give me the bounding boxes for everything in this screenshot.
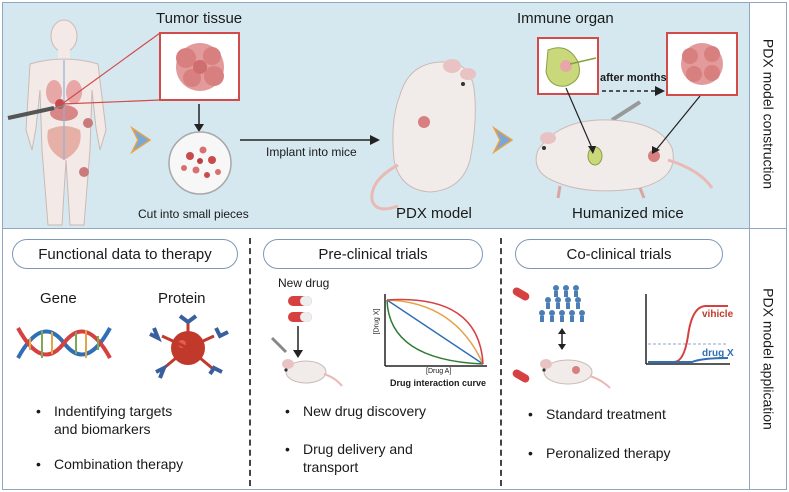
petri-dish-icon [168,131,232,195]
construction-side-strip [750,2,787,229]
after-months-label: after months [600,72,667,84]
tumor-growth-chart [645,294,730,365]
pills-and-mouse-icon [270,296,343,387]
construction-panel [2,2,750,229]
application-panel [2,229,750,490]
humanized-tumor-icon [666,32,738,96]
patients-and-mouse-icon [512,285,611,389]
drug-x-axis-label: [Drug A] [426,368,452,375]
drug-x-label: drug X [702,348,734,359]
construction-illustration [7,19,738,226]
immune-organ-label: Immune organ [517,10,614,27]
drug-y-axis-label: [Drug X] [373,308,381,335]
pdx-mouse-icon [370,59,476,211]
mouse-icon [282,359,343,387]
functional-title: Functional data to therapy [12,239,238,269]
column-divider [249,238,251,486]
humanized-mice-label: Humanized mice [572,205,684,222]
gene-label: Gene [40,290,77,307]
implant-into-mice-label: Implant into mice [266,145,357,159]
vihicle-label: vihicle [702,309,734,320]
column-divider [500,238,502,486]
application-side-strip [750,229,787,490]
drug-interaction-chart [384,294,487,367]
pill-icon [512,287,530,383]
tumor-tissue-icon [159,32,240,101]
cut-into-pieces-label: Cut into small pieces [138,207,249,221]
humanized-mouse-icon [535,119,714,199]
immune-organ-icon [537,37,599,95]
coclinical-title: Co-clinical trials [515,239,723,269]
mouse-icon [540,359,611,389]
preclinical-title: Pre-clinical trials [263,239,483,269]
new-drug-label: New drug [278,276,330,290]
protein-label: Protein [158,290,206,307]
people-icon [539,285,585,322]
drug-curve-caption: Drug interaction curve [390,378,487,388]
pdx-model-label: PDX model [396,205,472,222]
dna-icon [16,327,112,359]
application-side-label: PDX model application [760,288,777,430]
pill-icon [288,296,312,322]
construction-side-label: PDX model construction [760,38,777,190]
tumor-tissue-label: Tumor tissue [156,10,243,27]
protein-icon [149,314,229,379]
human-body-icon [7,19,107,226]
